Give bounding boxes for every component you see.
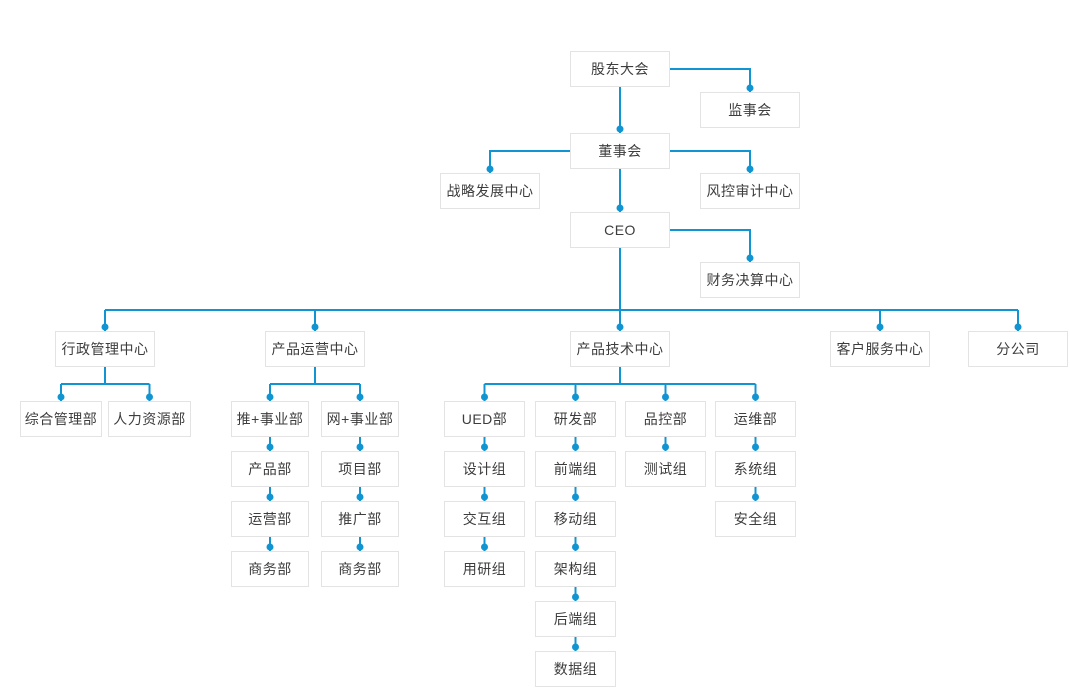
org-node-business1: 商务部 [231,551,309,587]
org-node-shareholders: 股东大会 [570,51,670,87]
connector-dot [311,323,319,331]
org-node-finance: 财务决算中心 [700,262,800,298]
connector-dot [481,393,488,401]
org-node-ops: 产品运营中心 [265,331,365,367]
connector-dot [101,323,109,331]
org-node-system: 系统组 [715,451,796,487]
connector-dot [356,493,364,501]
org-node-om: 运维部 [715,401,796,437]
org-node-wang: 网+事业部 [321,401,399,437]
connector-line [670,68,751,92]
org-node-research: 用研组 [444,551,525,587]
org-node-test: 测试组 [625,451,706,487]
connector-dot [752,493,759,501]
connector-dot [266,393,274,401]
org-node-design: 设计组 [444,451,525,487]
org-node-security: 安全组 [715,501,796,537]
connector-dot [752,393,759,401]
connector-dot [481,443,488,451]
org-node-mobile: 移动组 [535,501,616,537]
org-node-strategy: 战略发展中心 [440,173,540,209]
org-node-ued: UED部 [444,401,525,437]
connector-dot [616,125,624,133]
org-node-board: 董事会 [570,133,670,169]
connector-dot [746,84,754,92]
org-node-product: 产品部 [231,451,309,487]
org-node-frontend: 前端组 [535,451,616,487]
org-node-promotion: 推广部 [321,501,399,537]
org-node-backend: 后端组 [535,601,616,637]
org-node-general: 综合管理部 [20,401,102,437]
connector-dot [266,493,274,501]
connector-dot [746,165,754,173]
org-node-datagroup: 数据组 [535,651,616,687]
connector-dot [572,493,579,501]
connector-dot [752,443,759,451]
connector-dot [572,443,579,451]
connector-dot [662,393,669,401]
connector-dot [616,204,624,212]
connector-dot [57,393,65,401]
connector-dot [746,254,754,262]
org-node-supervisory: 监事会 [700,92,800,128]
connector-dot [616,323,624,331]
connector-line [670,229,751,262]
org-node-tech: 产品技术中心 [570,331,670,367]
connector-dot [662,443,669,451]
org-node-business2: 商务部 [321,551,399,587]
connector-dot [356,443,364,451]
org-node-admin: 行政管理中心 [55,331,155,367]
connector-line [670,150,751,173]
connector-dot [481,493,488,501]
connector-dot [356,543,364,551]
connector-dot [572,593,579,601]
org-node-hr: 人力资源部 [108,401,191,437]
connector-dot [266,443,274,451]
org-node-interaction: 交互组 [444,501,525,537]
connector-dot [146,393,153,401]
connector-dot [572,393,579,401]
connector-dot [572,643,579,651]
org-node-service: 客户服务中心 [830,331,930,367]
org-node-arch: 架构组 [535,551,616,587]
connector-dot [356,393,364,401]
org-node-project: 项目部 [321,451,399,487]
org-node-ceo: CEO [570,212,670,248]
connector-dot [481,543,488,551]
org-node-operation: 运营部 [231,501,309,537]
org-node-branch: 分公司 [968,331,1068,367]
connector-dot [1014,323,1022,331]
connector-dot [876,323,884,331]
org-node-qc: 品控部 [625,401,706,437]
connector-dot [572,543,579,551]
org-node-tui: 推+事业部 [231,401,309,437]
connector-line [489,150,570,173]
org-node-rd: 研发部 [535,401,616,437]
org-node-risk: 风控审计中心 [700,173,800,209]
connector-dot [486,165,494,173]
connector-dot [266,543,274,551]
